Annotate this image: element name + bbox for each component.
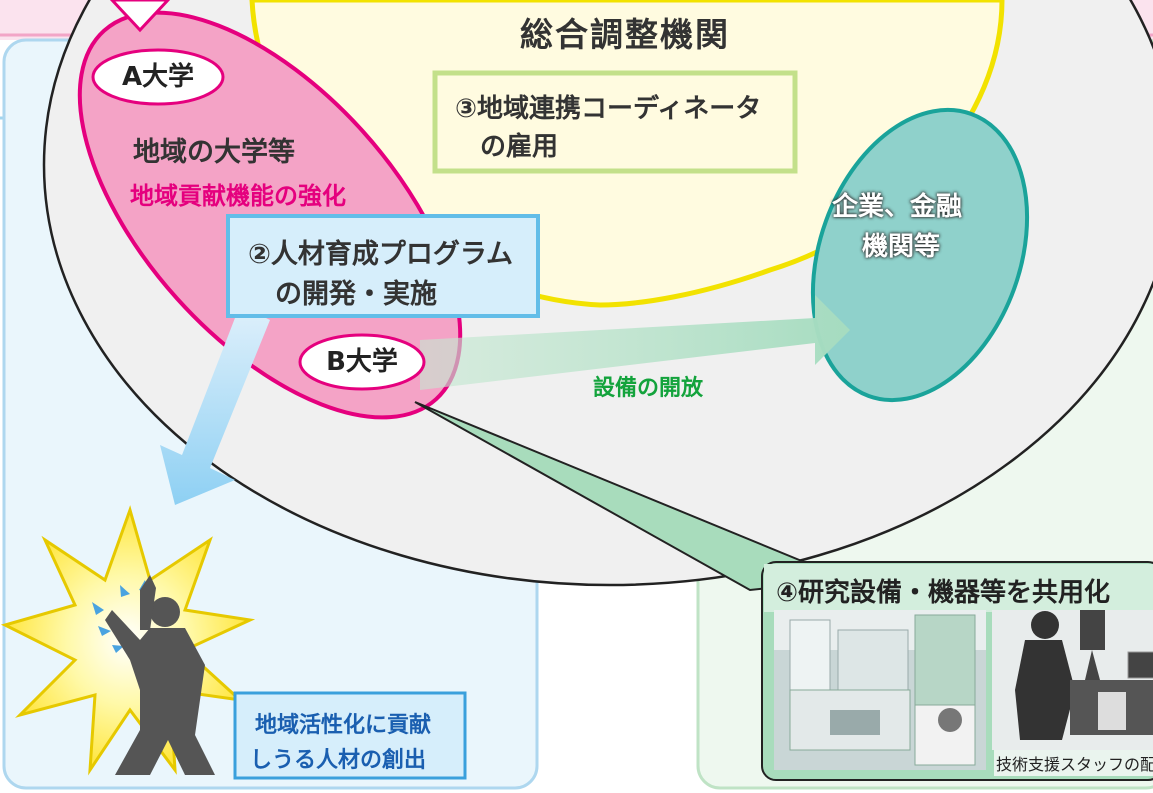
shared-equipment-title: ④研究設備・機器等を共用化 [776,578,1111,608]
companies-line1: 企業、金融 [832,192,963,222]
staff-caption: 技術支援スタッフの配 [994,750,1153,776]
equipment-title-bar [764,564,1153,612]
equipment-open-label: 設備の開放 [593,376,704,401]
talent-line2: しうる人材の創出 [250,748,427,773]
program-line2: の開発・実施 [275,279,437,310]
lab-photo [774,610,986,770]
a-university-label: A大学 [121,62,195,92]
person-silhouette-icon [105,575,215,775]
coordinator-line2: の雇用 [480,132,559,162]
companies-line2: 機関等 [862,232,941,262]
central-title: 総合調整機関 [520,15,730,54]
university-group-subtitle: 地域貢献機能の強化 [130,182,346,210]
program-line1: ②人材育成プログラム [248,239,514,270]
program-box [226,214,540,318]
sparkle-marks-icon [92,580,148,653]
equipment-open-arrow [420,295,850,390]
staff-machine-icon [992,610,1153,750]
university-group-title: 地域の大学等 [133,137,295,168]
coordinator-box [432,70,798,174]
a-university-oval [91,48,225,106]
inflow-arrow-icon [109,0,171,33]
talent-box [233,691,467,780]
b-university-label: B大学 [326,347,398,377]
companies-ellipse [810,107,1030,403]
talent-line1: 地域活性化に貢献 [255,713,432,738]
b-university-oval [298,333,426,391]
talent-arrow [160,305,270,505]
coordinator-line1: ③地域連携コーディネータ [455,94,762,124]
